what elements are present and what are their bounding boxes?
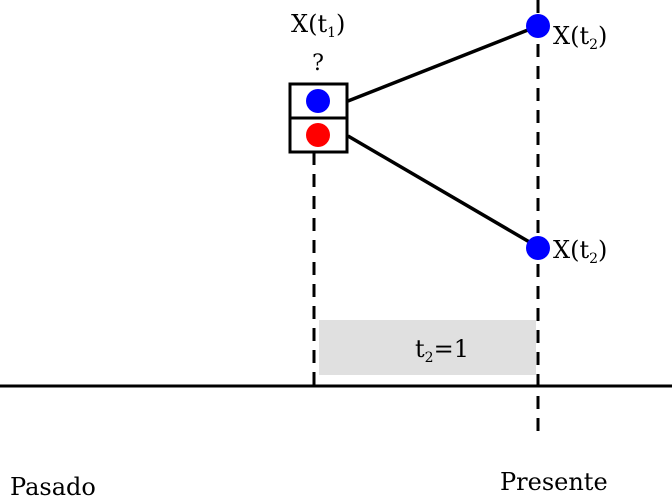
past-label: Pasado: [10, 473, 96, 497]
x-t2-label-upper: X(t2): [553, 22, 607, 53]
interval-label: t2=1: [415, 335, 469, 366]
branch-line-upper: [347, 24, 539, 103]
outcome-dot-lower: [526, 236, 550, 260]
interval-band: [319, 320, 536, 375]
x-t1-label: X(t1): [291, 10, 345, 41]
present-label: Presente: [500, 468, 608, 496]
x-t2-label-lower: X(t2): [553, 236, 607, 267]
outcome-dot-upper: [526, 14, 550, 38]
branch-line-lower: [347, 134, 539, 249]
question-mark: ?: [312, 51, 324, 76]
state-red-dot: [306, 123, 330, 147]
state-blue-dot: [306, 89, 330, 113]
